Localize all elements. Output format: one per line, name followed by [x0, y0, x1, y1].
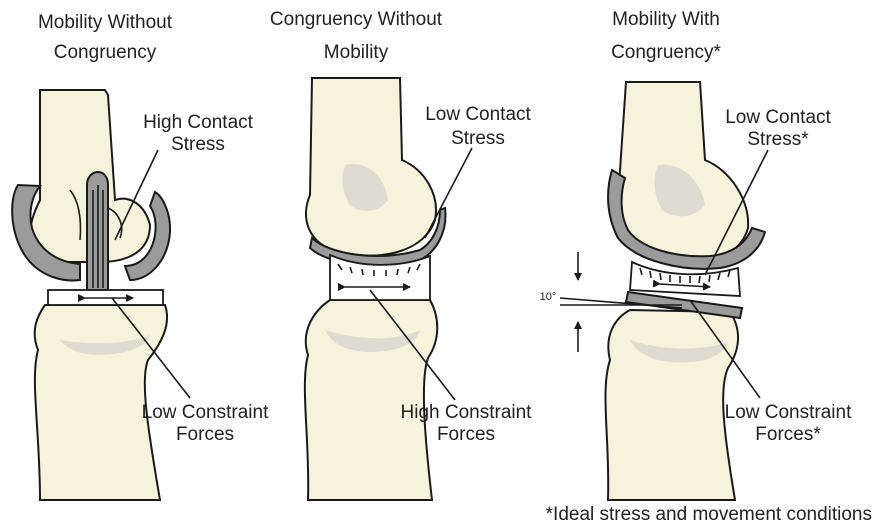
panel-mobility-with-congruency: 10° Mobility With Congruency* Low Contac… — [540, 9, 852, 500]
panel-title-line1: Mobility Without — [38, 12, 173, 33]
footnote: *Ideal stress and movement conditions — [546, 504, 872, 525]
upper-label-line2: Stress — [451, 128, 505, 149]
lower-label-line1: Low Constraint — [725, 402, 852, 423]
upper-label-line2: Stress* — [747, 129, 809, 150]
lower-label-line2: Forces — [437, 424, 495, 445]
upper-label-line2: Stress — [171, 134, 225, 155]
panel-congruency-without-mobility: Congruency Without Mobility Low Contact … — [270, 9, 532, 500]
lower-label-line1: High Constraint — [401, 402, 533, 423]
upper-label-line1: Low Contact — [425, 104, 531, 125]
angle-label: 10° — [540, 291, 557, 303]
panel-title-line2: Congruency — [54, 42, 157, 63]
femur-bone — [306, 78, 436, 255]
upper-label-line1: Low Contact — [725, 107, 831, 128]
panel-title-line1: Congruency Without — [270, 9, 443, 30]
panel-title-line2: Mobility — [324, 42, 389, 63]
lower-label-line1: Low Constraint — [142, 402, 269, 423]
upper-label-line1: High Contact — [143, 112, 254, 133]
lower-label-line2: Forces* — [755, 424, 821, 445]
panel-title-line2: Congruency* — [611, 42, 721, 63]
panel-title-line1: Mobility With — [612, 9, 720, 30]
panel-mobility-without-congruency: Mobility Without Congruency High Contact… — [12, 12, 269, 500]
tibia-bone — [305, 300, 437, 500]
lower-label-line2: Forces — [176, 424, 234, 445]
